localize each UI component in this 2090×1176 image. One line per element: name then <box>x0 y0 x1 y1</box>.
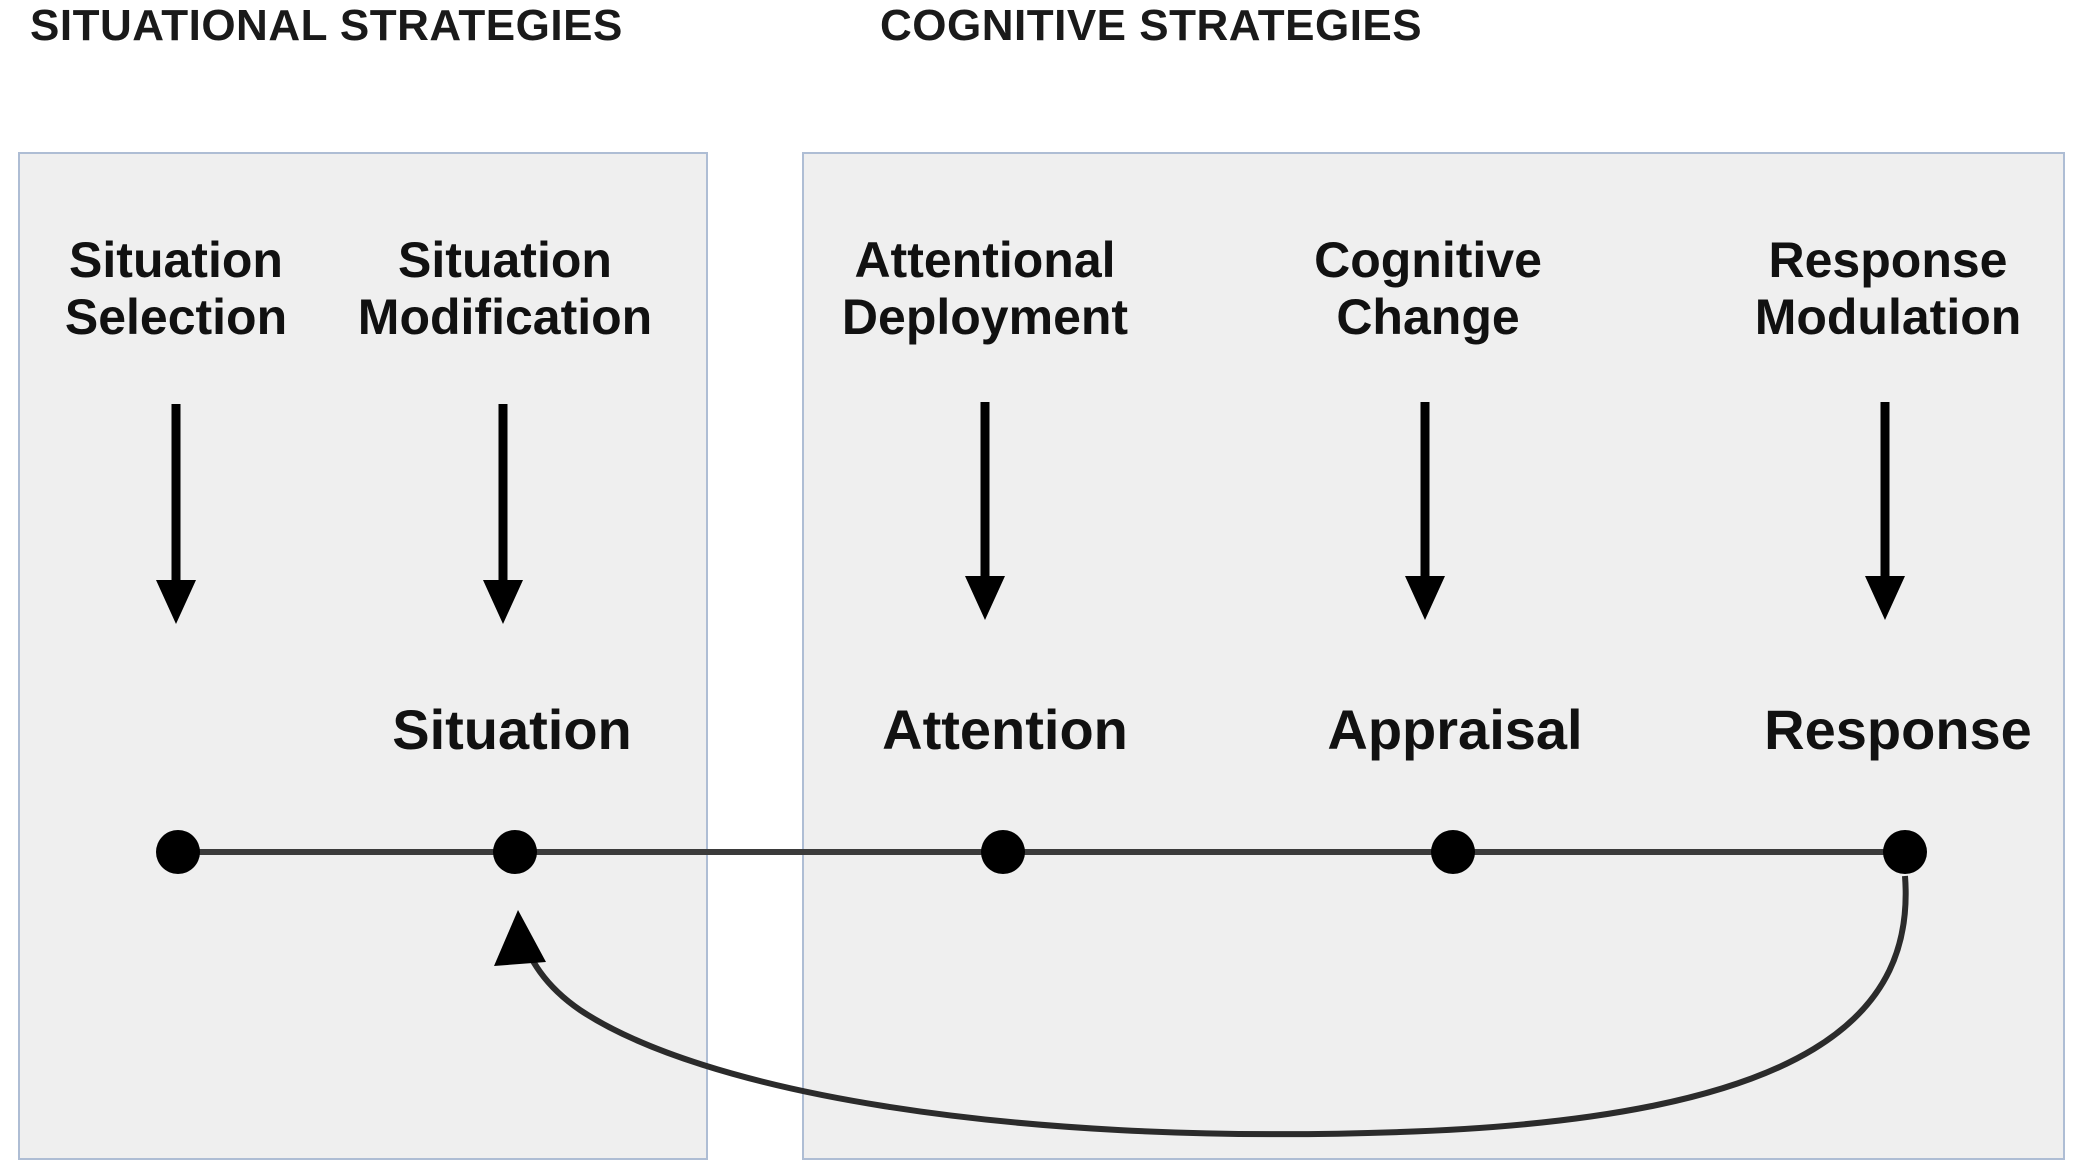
group-header-situational: SITUATIONAL STRATEGIES <box>30 1 623 50</box>
strategy-line-2: Modification <box>357 289 653 345</box>
strategy-label-attentional-deployment: Attentional Deployment <box>842 232 1128 346</box>
stage-label-appraisal: Appraisal <box>1327 698 1583 761</box>
stage-label-situation: Situation <box>392 698 632 761</box>
strategy-line-2: Selection <box>64 289 288 345</box>
strategy-line-1: Response <box>1768 232 2008 288</box>
strategy-line-1: Situation <box>69 232 283 288</box>
stage-label-response: Response <box>1764 698 2032 761</box>
strategy-label-response-modulation: Response Modulation <box>1755 232 2022 346</box>
strategy-line-2: Deployment <box>841 289 1129 345</box>
strategy-line-1: Attentional <box>854 232 1116 288</box>
stage-label-attention: Attention <box>882 698 1128 761</box>
strategy-line-1: Situation <box>398 232 612 288</box>
strategy-line-2: Change <box>1336 289 1520 345</box>
strategy-label-cognitive-change: Cognitive Change <box>1314 232 1542 346</box>
strategy-label-situation-modification: Situation Modification <box>358 232 652 346</box>
group-header-cognitive: COGNITIVE STRATEGIES <box>880 1 1423 50</box>
strategy-label-situation-selection: Situation Selection <box>65 232 287 346</box>
strategy-line-1: Cognitive <box>1314 232 1542 288</box>
strategy-line-2: Modulation <box>1754 289 2022 345</box>
